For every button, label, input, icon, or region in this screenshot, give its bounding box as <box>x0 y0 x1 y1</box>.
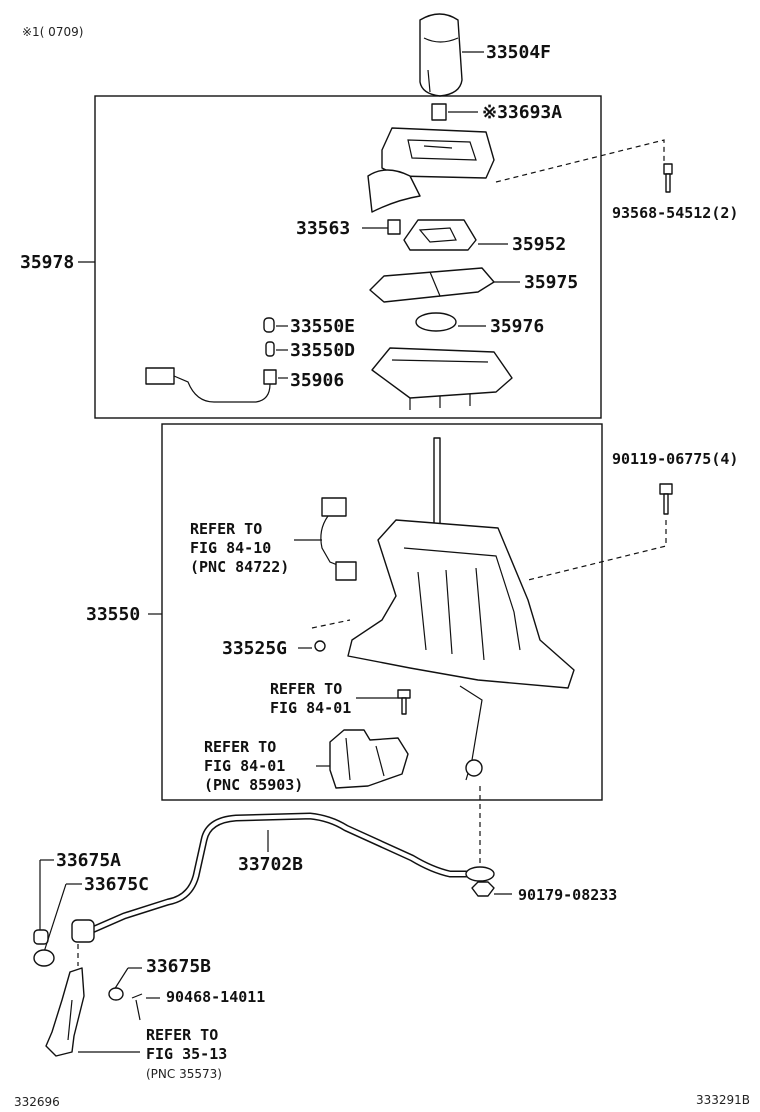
ref3-line3: (PNC 85903) <box>204 776 303 794</box>
control-rod-33702B <box>71 812 495 943</box>
ref1-line1: REFER TO <box>190 520 262 538</box>
indicator-base-drawing <box>371 347 513 410</box>
bushing-33675C <box>33 949 55 967</box>
label-35906: 35906 <box>290 370 344 391</box>
bolt-93568 <box>663 163 673 193</box>
label-33550E: 33550E <box>290 316 355 337</box>
screw-84-01 <box>397 689 411 715</box>
label-35976: 35976 <box>490 316 544 337</box>
slide-cover-35975 <box>369 267 495 303</box>
nut-90179 <box>471 881 495 897</box>
ref2-line2: FIG 84-01 <box>270 699 351 717</box>
bushing-33675B <box>108 987 124 1001</box>
label-33550D: 33550D <box>290 340 355 361</box>
ref4-line2: FIG 35-13 <box>146 1045 227 1063</box>
footer-left-code: 332696 <box>14 1095 60 1109</box>
label-35952: 35952 <box>512 234 566 255</box>
label-33675C: 33675C <box>84 874 149 895</box>
label-93568: 93568-54512(2) <box>612 204 738 222</box>
bushing-33675A <box>33 929 49 945</box>
part-33563 <box>387 219 401 235</box>
ref1-line3: (PNC 84722) <box>190 558 289 576</box>
ref1-line2: FIG 84-10 <box>190 539 271 557</box>
washer-33525G <box>314 640 326 652</box>
bolt-90119 <box>659 483 673 515</box>
ref3-line1: REFER TO <box>204 738 276 756</box>
disc-35976 <box>415 312 457 332</box>
label-33693A: ※33693A <box>482 102 562 123</box>
plate-35952 <box>403 219 477 251</box>
label-33702B: 33702B <box>238 854 303 875</box>
lower-assembly-frame <box>161 423 603 801</box>
header-note: ※1( 0709) <box>22 25 83 39</box>
label-33675B: 33675B <box>146 956 211 977</box>
label-90119: 90119-06775(4) <box>612 450 738 468</box>
label-33675A: 33675A <box>56 850 121 871</box>
label-35978: 35978 <box>20 252 74 273</box>
ref4-line3: (PNC 35573) <box>146 1067 222 1081</box>
bracket-85903-drawing <box>329 729 409 789</box>
link-lever-35573 <box>45 967 85 1057</box>
shift-lever-assembly-drawing <box>347 437 575 781</box>
indicator-housing-drawing <box>367 127 495 213</box>
label-35975: 35975 <box>524 272 578 293</box>
clip-33693A <box>431 103 447 121</box>
clip-90468 <box>131 993 143 1021</box>
wire-harness-35906 <box>145 367 277 403</box>
ref3-line2: FIG 84-01 <box>204 757 285 775</box>
label-90468: 90468-14011 <box>166 988 265 1006</box>
shift-knob-drawing <box>419 13 463 97</box>
bulb-33550D <box>265 341 275 357</box>
label-33563: 33563 <box>296 218 350 239</box>
label-33504F: 33504F <box>486 42 551 63</box>
upper-assembly-frame <box>94 95 602 419</box>
ref4-line1: REFER TO <box>146 1026 218 1044</box>
bulb-33550E <box>263 317 275 333</box>
label-33525G: 33525G <box>222 638 287 659</box>
label-33550: 33550 <box>86 604 140 625</box>
ref2-line1: REFER TO <box>270 680 342 698</box>
connector-84722-drawing <box>320 497 357 581</box>
label-90179: 90179-08233 <box>518 886 617 904</box>
footer-right-code: 333291B <box>696 1093 750 1107</box>
